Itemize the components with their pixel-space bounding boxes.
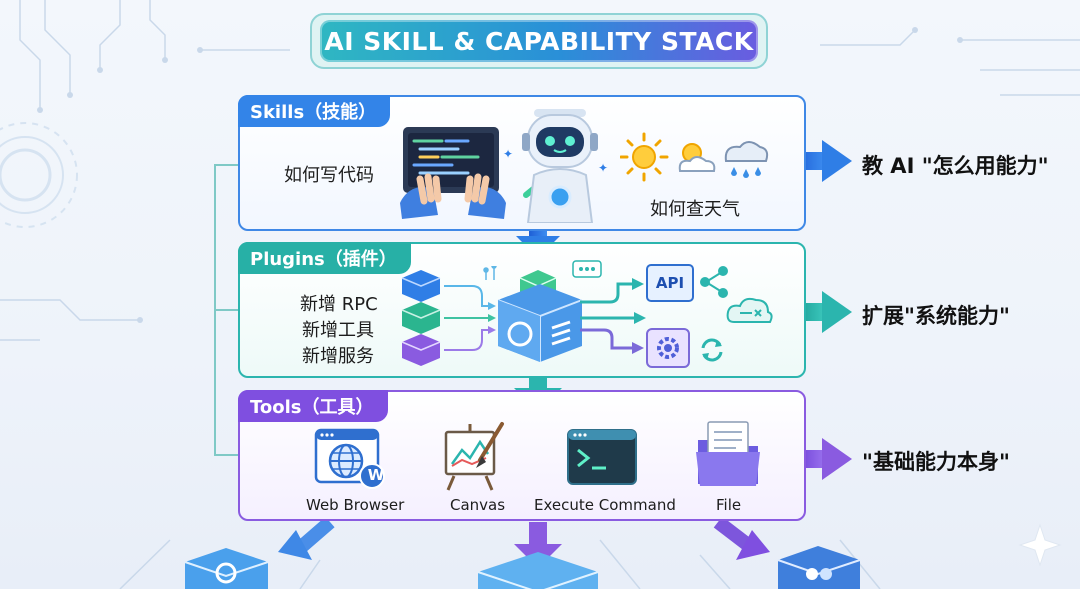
coding-laptop-icon xyxy=(400,127,506,219)
cloud-connection-icon xyxy=(726,297,773,323)
skill-item-code: 如何写代码 xyxy=(284,165,374,186)
skills-layer: Skills（技能） 如何写代码 ✦ ✦ xyxy=(238,95,806,231)
tool-label-web-browser: Web Browser xyxy=(306,496,405,514)
plugins-layer: Plugins（插件） 新增 RPC 新增工具 新增服务 xyxy=(238,242,806,378)
skills-tab-label: Skills（技能） xyxy=(238,95,391,127)
page-title: AI SKILL & CAPABILITY STACK xyxy=(320,20,758,62)
plugin-cubes-icon xyxy=(401,270,441,366)
file-folder-icon xyxy=(696,421,760,486)
sun-icon xyxy=(620,132,669,182)
share-nodes-icon xyxy=(700,266,728,298)
plugin-item-services: 新增服务 xyxy=(302,346,374,367)
plugin-item-rpc: 新增 RPC xyxy=(300,294,378,315)
plugin-hub-cube-icon xyxy=(497,270,583,362)
tools-tab-label: Tools（工具） xyxy=(238,390,388,422)
rain-cloud-icon xyxy=(724,141,769,178)
plugins-tab-label: Plugins（插件） xyxy=(238,242,411,274)
tool-label-file: File xyxy=(716,496,742,514)
tool-label-canvas: Canvas xyxy=(450,496,506,514)
web-browser-icon xyxy=(314,428,385,489)
sparkle-icon: ✦ xyxy=(598,161,609,175)
hub-output-arrows xyxy=(580,278,646,354)
settings-gear-icon xyxy=(646,328,690,368)
robot-icon xyxy=(522,109,598,223)
terminal-icon xyxy=(567,429,637,485)
tools-outcome-label: "基础能力本身" xyxy=(862,450,1010,474)
browser-badge-letter: W xyxy=(367,466,385,484)
plugins-outcome-label: 扩展"系统能力" xyxy=(862,304,1010,328)
sparkle-icon: ✦ xyxy=(503,147,514,161)
tool-label-execute-command: Execute Command xyxy=(534,496,676,514)
partly-cloudy-icon xyxy=(678,143,716,172)
tools-layer: Tools（工具） W W xyxy=(238,390,806,521)
chat-bubble-icon xyxy=(572,260,602,278)
skills-outcome-label: 教 AI "怎么用能力" xyxy=(862,154,1049,178)
title-banner: AI SKILL & CAPABILITY STACK xyxy=(310,13,768,69)
api-box: API xyxy=(646,264,694,302)
weather-icons xyxy=(620,132,769,182)
plugin-connectors xyxy=(444,266,497,351)
plugin-item-tools: 新增工具 xyxy=(302,320,374,341)
skill-item-weather: 如何查天气 xyxy=(650,199,740,220)
sync-icon xyxy=(701,338,723,362)
canvas-easel-icon xyxy=(444,422,504,491)
